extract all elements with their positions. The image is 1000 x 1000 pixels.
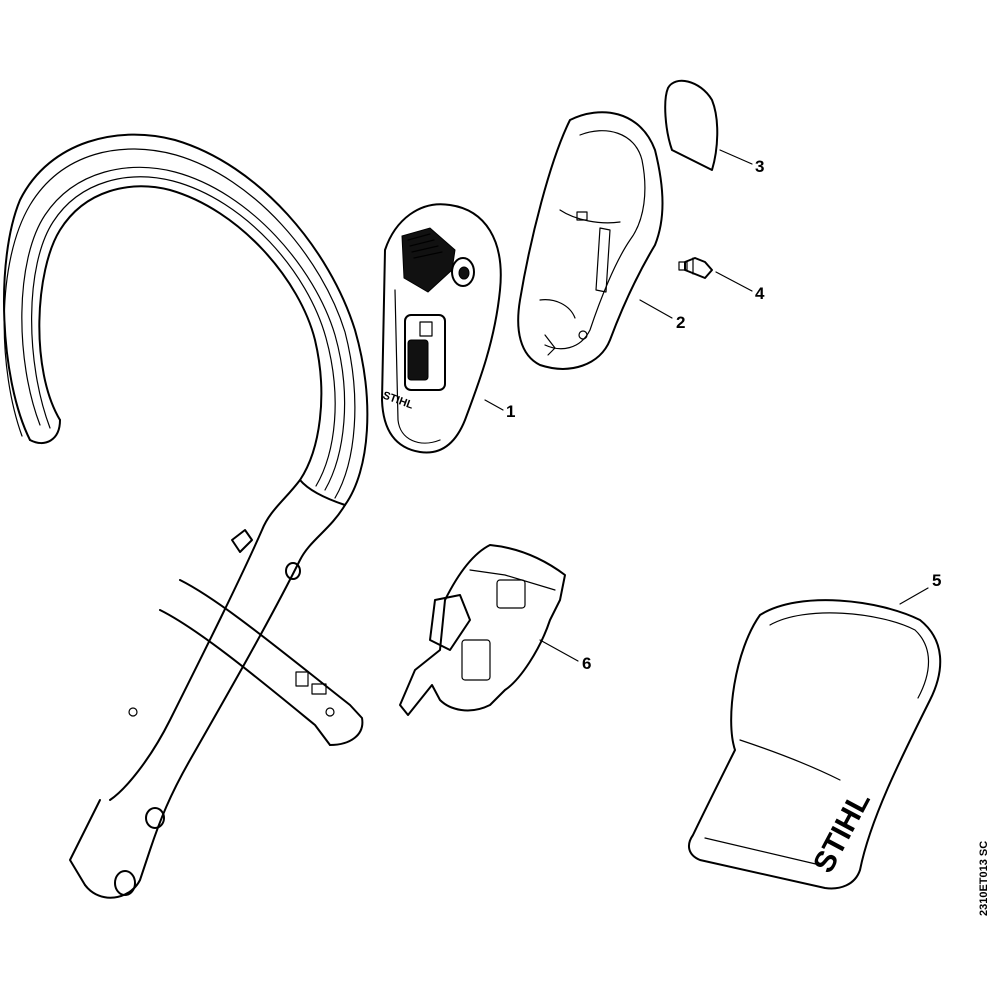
part-6-trigger bbox=[399, 544, 566, 716]
cover-logo: STIHL bbox=[807, 786, 877, 878]
part-numbers: 1 2 3 4 5 6 bbox=[506, 157, 941, 673]
part-number-4: 4 bbox=[755, 284, 765, 303]
part-number-5: 5 bbox=[932, 571, 941, 590]
part-number-6: 6 bbox=[582, 654, 591, 673]
part-4-fitting bbox=[678, 257, 713, 279]
part-2-handle-shell bbox=[517, 111, 664, 370]
reference-code-text: 2310ET013 SC bbox=[978, 840, 990, 916]
part-3-pad bbox=[664, 79, 719, 171]
part-number-3: 3 bbox=[755, 157, 764, 176]
handlebar-drawing bbox=[2, 133, 369, 899]
part-number-2: 2 bbox=[676, 313, 685, 332]
part-5-cover: STIHL bbox=[687, 599, 942, 890]
part-1-switch-housing: STIHL bbox=[381, 203, 502, 454]
leader-lines bbox=[484, 149, 929, 662]
part-number-1: 1 bbox=[506, 402, 515, 421]
